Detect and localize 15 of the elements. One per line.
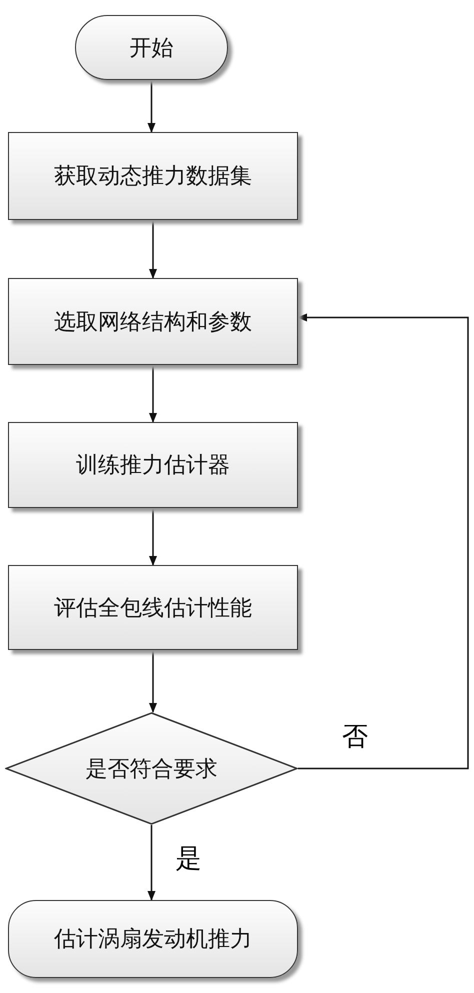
arrow (148, 825, 156, 901)
edge-label: 否 (340, 722, 370, 752)
arrow (148, 80, 156, 133)
end-terminal: 估计涡扇发动机推力 (8, 900, 298, 978)
start-terminal: 开始 (75, 15, 228, 80)
arrow (149, 650, 157, 713)
process-box: 训练推力估计器 (8, 422, 298, 508)
process-box: 选取网络结构和参数 (8, 278, 298, 365)
decision-diamond: 是否符合要求 (5, 712, 298, 825)
arrow (149, 220, 157, 279)
arrow (149, 365, 157, 423)
arrow (149, 508, 157, 566)
process-box: 获取动态推力数据集 (8, 132, 298, 220)
process-box: 评估全包线估计性能 (8, 565, 298, 650)
arrow (297, 314, 469, 770)
